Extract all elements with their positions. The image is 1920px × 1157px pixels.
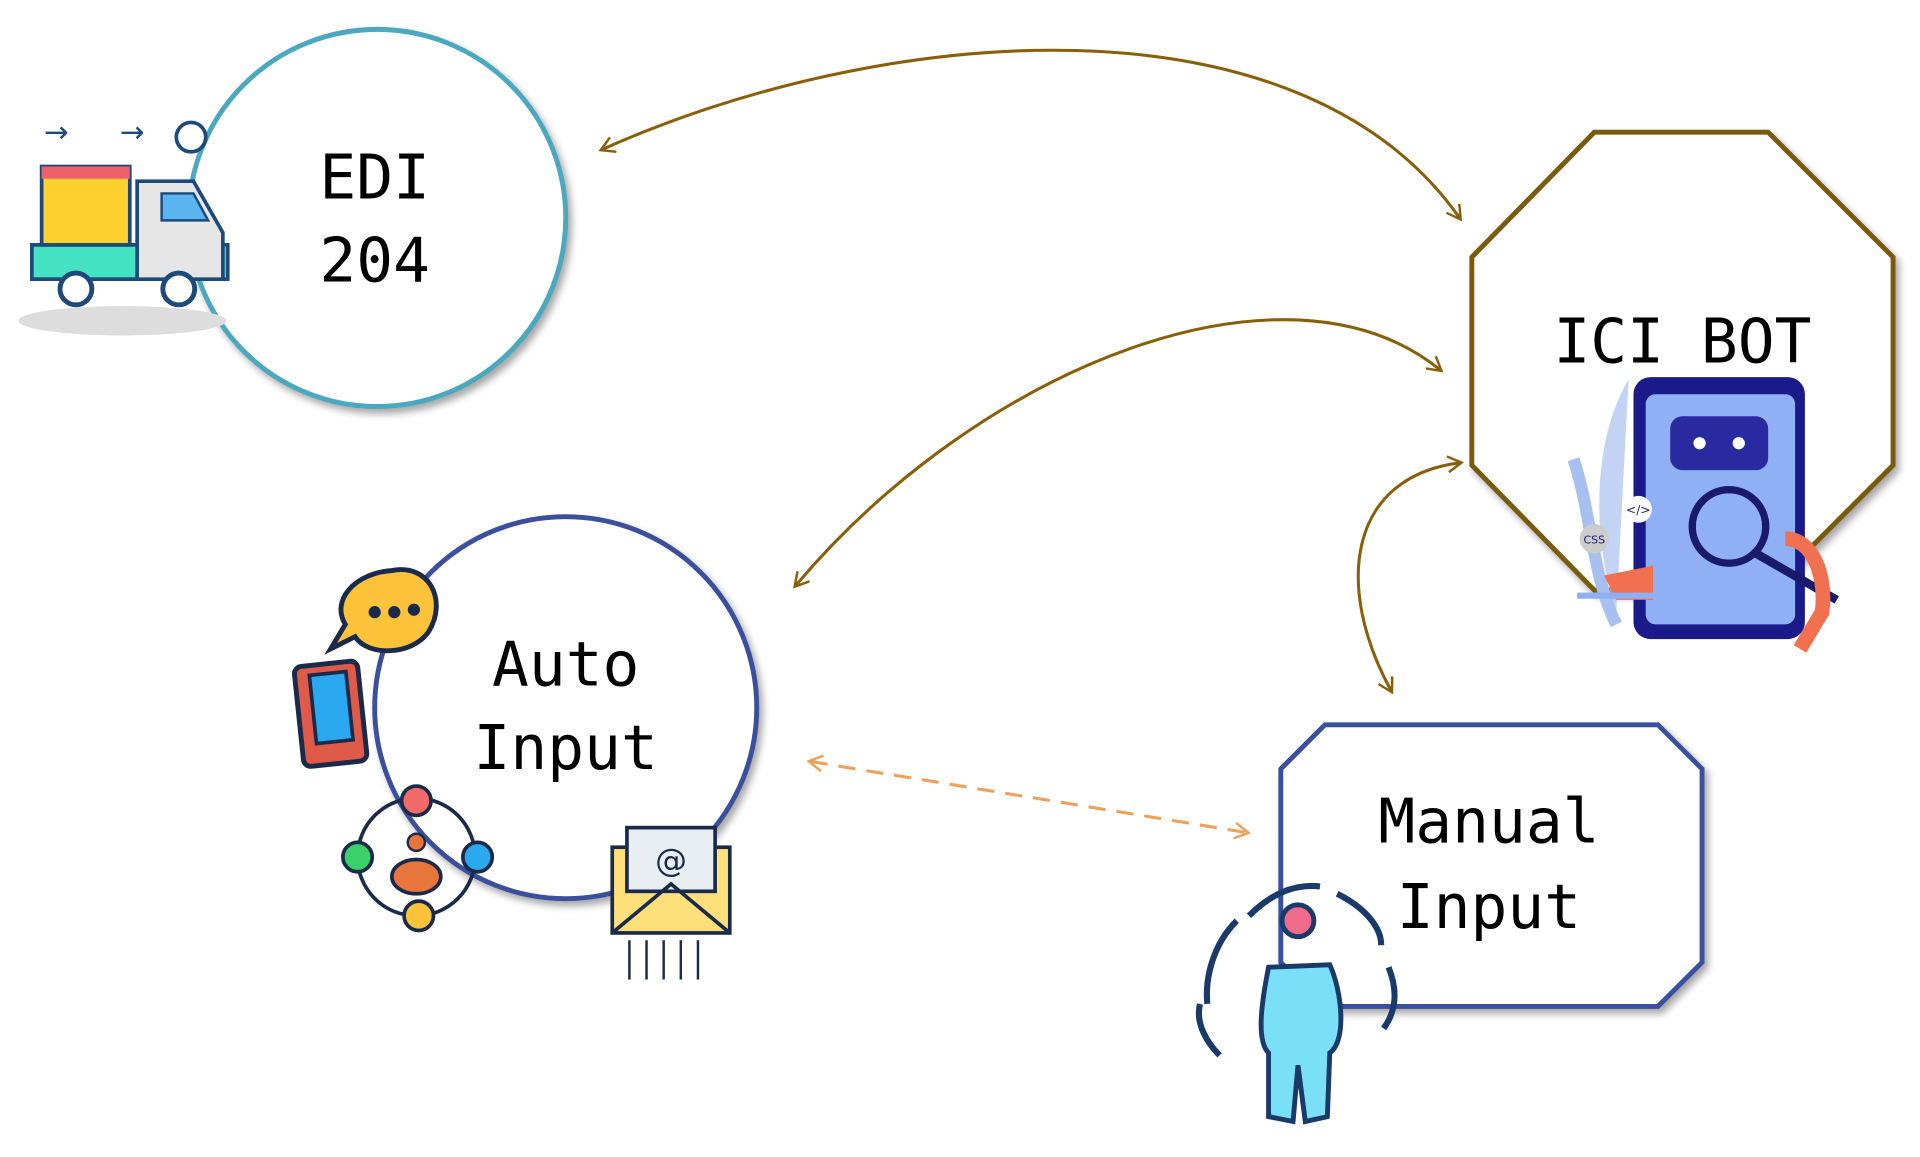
auto-label-line1: Auto — [492, 630, 639, 701]
connector-auto-bot — [793, 318, 1444, 589]
chat-bubble-icon — [324, 567, 439, 655]
person-cycle-icon — [1195, 882, 1398, 1125]
svg-text:→: → — [120, 115, 145, 149]
edi-label-line1: EDI — [319, 142, 430, 213]
svg-text:→: → — [44, 115, 69, 149]
email-at-symbol: @ — [655, 842, 687, 880]
manual-input-node[interactable]: Manual Input — [1278, 722, 1705, 1009]
connector-auto-manual — [806, 754, 1251, 840]
truck-icon: → → — [18, 115, 230, 336]
manual-label-line1: Manual — [1378, 786, 1599, 857]
edi-node[interactable]: EDI 204 — [186, 26, 569, 409]
robot-phone-illustration: </> CSS — [1567, 377, 1839, 653]
auto-input-node[interactable]: Auto Input — [372, 514, 760, 902]
manual-label-line2: Input — [1397, 872, 1581, 943]
css-badge: CSS — [1583, 534, 1605, 547]
connector-manual-bot — [1356, 455, 1464, 695]
edi-label-line2: 204 — [319, 226, 430, 297]
bot-label: ICI BOT — [1553, 306, 1811, 377]
auto-label-line2: Input — [474, 713, 658, 784]
network-people-icon — [341, 784, 495, 933]
code-badge: </> — [1626, 503, 1651, 517]
mobile-phone-icon — [291, 658, 370, 769]
connector-edi-bot — [598, 48, 1463, 222]
email-envelope-icon: @ — [610, 825, 732, 980]
